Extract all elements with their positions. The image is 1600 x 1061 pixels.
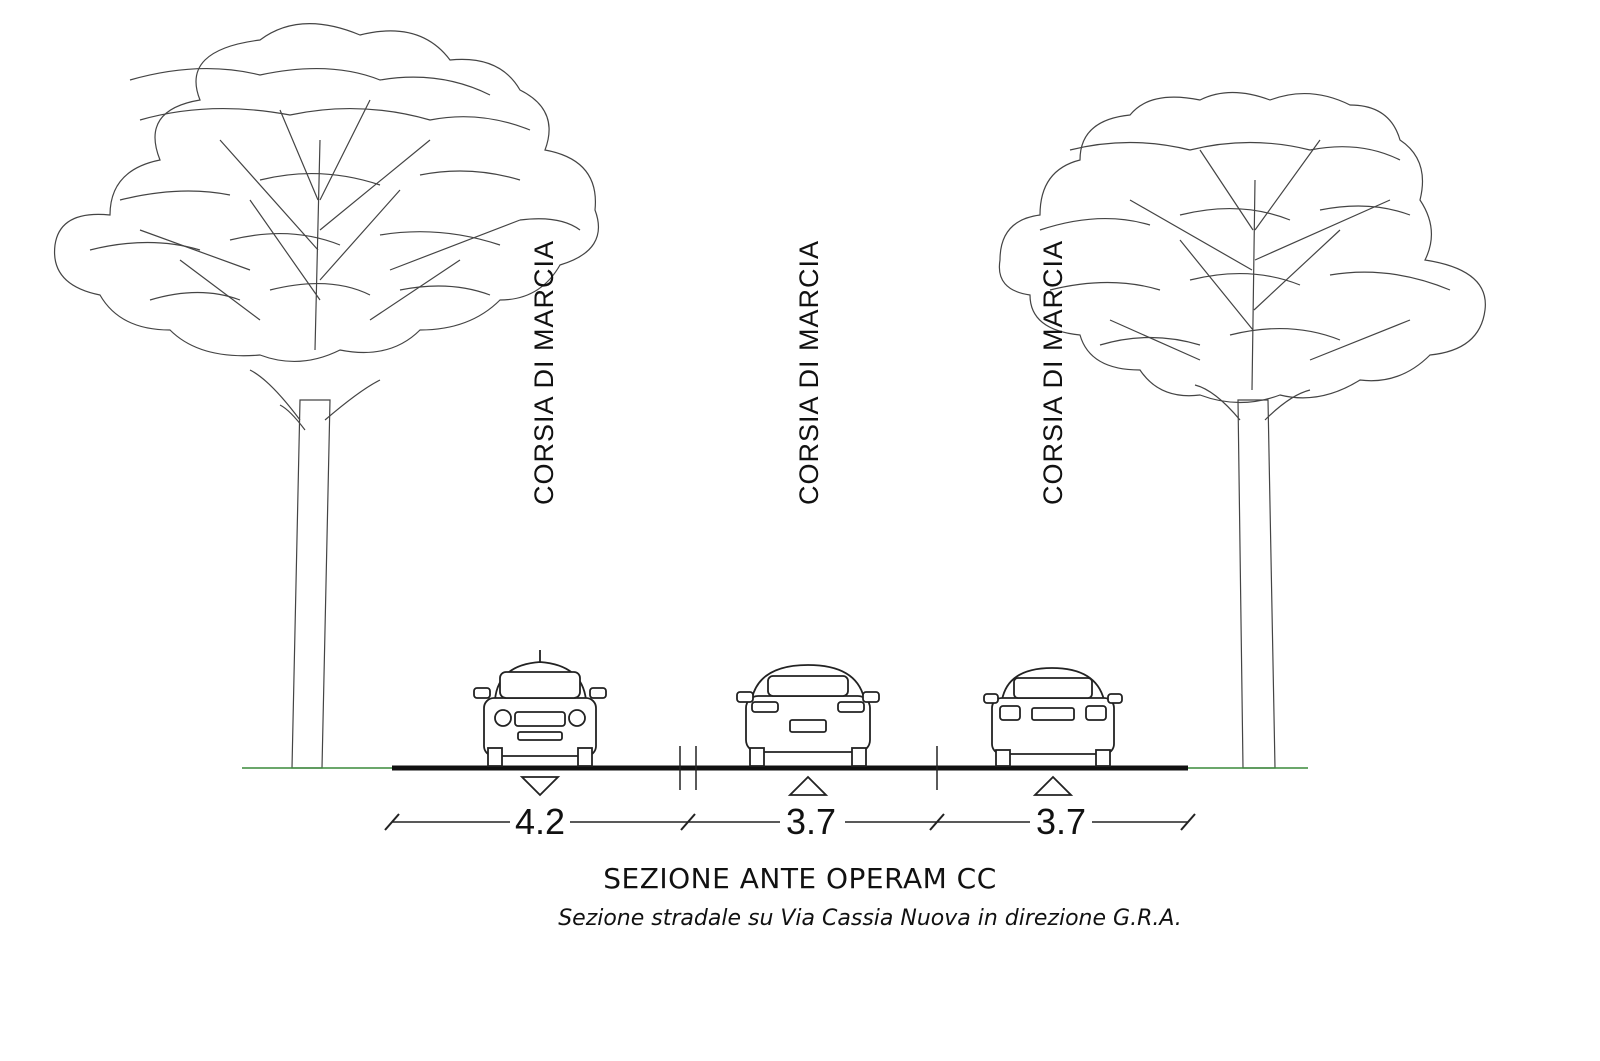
section-title: SEZIONE ANTE OPERAM CC: [603, 862, 997, 895]
lane-width-2: 3.7: [786, 801, 836, 842]
direction-up-triangle-icon-2: [1032, 775, 1074, 796]
direction-down-triangle-icon: [519, 776, 561, 797]
lane-width-3: 3.7: [1036, 801, 1086, 842]
section-subtitle: Sezione stradale su Via Cassia Nuova in …: [558, 906, 1182, 931]
lane-label-3: CORSIA DI MARCIA: [1038, 240, 1068, 505]
section-subtitle-row: Sezione stradale su Via Cassia Nuova in …: [0, 906, 1600, 931]
lane-label-1: CORSIA DI MARCIA: [529, 240, 559, 505]
section-title-row: SEZIONE ANTE OPERAM CC: [0, 862, 1600, 895]
car-1-icon: [473, 650, 607, 767]
car-2-icon: [736, 664, 880, 767]
right-tree-icon: [998, 91, 1486, 769]
dimension-line: [384, 813, 1196, 831]
lane-separator-1: [679, 746, 697, 790]
left-tree-icon: [53, 23, 599, 769]
car-3-icon: [983, 667, 1123, 767]
lane-width-1: 4.2: [515, 801, 565, 842]
direction-up-triangle-icon-1: [787, 775, 829, 796]
lane-label-2: CORSIA DI MARCIA: [794, 240, 824, 505]
